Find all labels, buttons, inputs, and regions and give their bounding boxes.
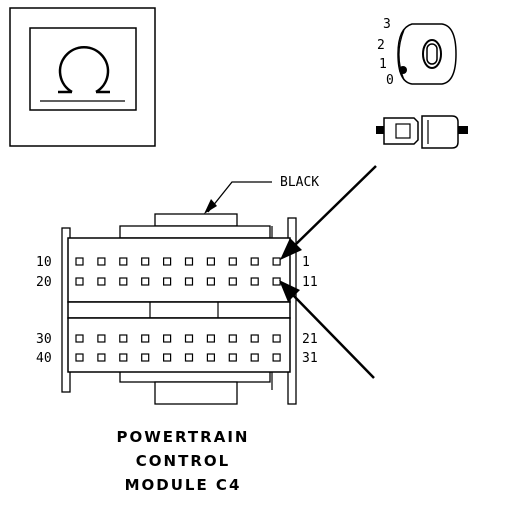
pin-cavity: [250, 353, 259, 362]
omega-icon: [40, 46, 125, 102]
pin-cavity: [272, 334, 281, 343]
pin-cavity: [272, 353, 281, 362]
pin-cavity: [75, 257, 84, 266]
pin-cavity: [228, 257, 237, 266]
pin-cavity: [119, 277, 128, 286]
row-label-30: 30: [36, 332, 52, 347]
pin-cavity: [97, 334, 106, 343]
key-pos-0: 0: [386, 73, 394, 88]
pin-cavity: [272, 257, 281, 266]
pin-cavity: [206, 257, 215, 266]
pin-cavity: [228, 353, 237, 362]
title-line-2: CONTROL: [136, 452, 230, 470]
row-label-40: 40: [36, 351, 52, 366]
row-label-20: 20: [36, 275, 52, 290]
pin-cavity: [250, 257, 259, 266]
pin-cavity: [141, 257, 150, 266]
pin-cavity: [184, 257, 194, 266]
row-label-10: 10: [36, 255, 52, 270]
pin-cavity: [163, 277, 172, 286]
pin-cavity: [141, 334, 150, 343]
pin-cavity: [206, 334, 215, 343]
omega-symbol-box: [9, 7, 156, 147]
pin-cavity: [250, 334, 259, 343]
pin-cavity: [119, 353, 128, 362]
pin-cavity: [97, 257, 106, 266]
pin-cavity: [119, 334, 128, 343]
pin-cavity: [228, 277, 237, 286]
title-line-3: MODULE C4: [125, 476, 242, 494]
pin-cavity: [163, 257, 172, 266]
pin-cavity: [119, 257, 128, 266]
pin-cavity: [272, 277, 281, 286]
mating-connector-icon: [376, 115, 468, 149]
pin-cavity: [184, 353, 194, 362]
key-pos-3: 3: [383, 17, 391, 32]
pin-cavity: [75, 334, 84, 343]
pin-cavity: [141, 353, 150, 362]
ignition-key-icon: 3 2 1 0: [377, 17, 457, 88]
title-line-1: POWERTRAIN: [117, 428, 250, 446]
black-callout: BLACK: [204, 175, 319, 214]
pin-cavity: [97, 277, 106, 286]
row-label-1: 1: [302, 255, 310, 270]
pin-cavity: [228, 334, 237, 343]
pin-cavity: [75, 277, 84, 286]
pin-cavity: [163, 334, 172, 343]
pin-cavity: [184, 334, 194, 343]
pin-cavity: [206, 353, 215, 362]
row-label-31: 31: [302, 351, 318, 366]
connector-body: [61, 213, 297, 405]
row-label-11: 11: [302, 275, 318, 290]
pin-pointer-arrows: [279, 165, 377, 379]
pin-cavity: [206, 277, 215, 286]
pin-rows: [75, 257, 281, 362]
row-label-21: 21: [302, 332, 318, 347]
pin-cavity: [250, 277, 259, 286]
pin-cavity: [184, 277, 194, 286]
key-pos-2: 2: [377, 38, 385, 53]
pin-cavity: [97, 353, 106, 362]
key-pos-1: 1: [379, 57, 387, 72]
pin-cavity: [141, 277, 150, 286]
pin-cavity: [75, 353, 84, 362]
connector-color-label: BLACK: [280, 175, 319, 190]
pin-cavity: [163, 353, 172, 362]
